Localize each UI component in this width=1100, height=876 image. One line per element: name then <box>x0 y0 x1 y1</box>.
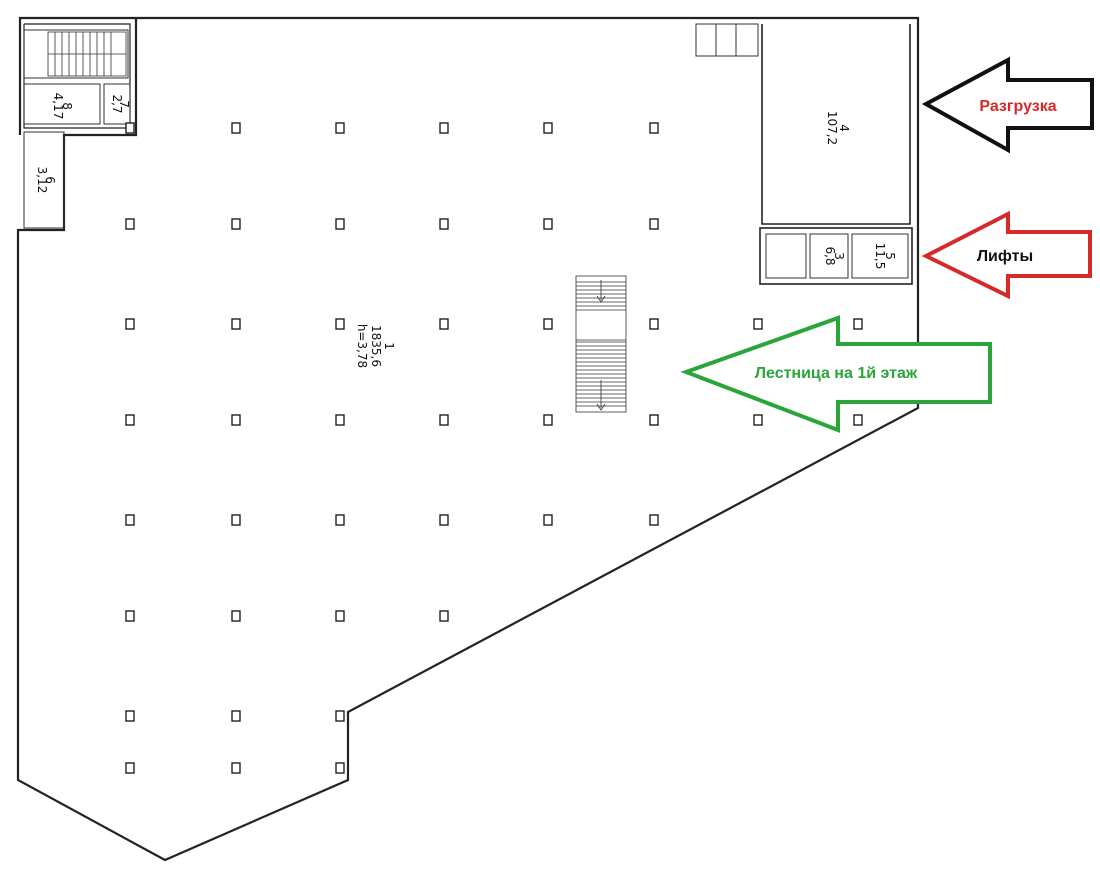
room-7-area: 2,7 <box>110 94 124 113</box>
column-28 <box>853 414 863 426</box>
column-26 <box>649 414 659 426</box>
column-34 <box>649 514 659 526</box>
column-41 <box>335 710 345 722</box>
column-8 <box>231 218 241 230</box>
unloading-arrow: Разгрузка <box>921 56 1094 154</box>
column-13 <box>125 318 135 330</box>
lift-room-area: 11,5 <box>873 243 887 270</box>
column-19 <box>753 318 763 330</box>
column-37 <box>335 610 345 622</box>
column-21 <box>125 414 135 426</box>
outer-walls <box>16 16 920 862</box>
column-44 <box>335 762 345 774</box>
top-right-small-rooms <box>695 23 759 57</box>
unloading-room: 4 107,2 <box>761 24 911 225</box>
column-10 <box>439 218 449 230</box>
lift-shaft-area: 6,8 <box>823 246 837 265</box>
column-6 <box>649 122 659 134</box>
column-24 <box>439 414 449 426</box>
unloading-label: Разгрузка <box>979 98 1056 115</box>
main-hall-number: 1 <box>382 342 396 350</box>
column-12 <box>649 218 659 230</box>
stair-steps <box>576 281 626 407</box>
main-hall-area: 1835,6 <box>369 325 383 367</box>
room-8-number: 8 <box>60 102 74 110</box>
column-42 <box>125 762 135 774</box>
column-16 <box>439 318 449 330</box>
column-14 <box>231 318 241 330</box>
column-4 <box>439 122 449 134</box>
room-8-area: 4,17 <box>51 93 65 120</box>
lift-room-number: 5 <box>883 252 897 260</box>
column-32 <box>439 514 449 526</box>
column-29 <box>125 514 135 526</box>
stairs-label: Лестница на 1й этаж <box>755 365 918 382</box>
columns <box>125 122 863 774</box>
column-22 <box>231 414 241 426</box>
column-36 <box>231 610 241 622</box>
stairs-arrow: Лестница на 1й этаж <box>680 315 992 433</box>
column-5 <box>543 122 553 134</box>
room-7-number: 7 <box>117 100 131 108</box>
central-staircase <box>575 275 627 413</box>
room-6-number: 6 <box>43 176 57 184</box>
column-17 <box>543 318 553 330</box>
column-31 <box>335 514 345 526</box>
column-33 <box>543 514 553 526</box>
column-18 <box>649 318 659 330</box>
column-2 <box>231 122 241 134</box>
elevators-label: Лифты <box>977 248 1033 265</box>
main-hall-label: 1 1835,6 h=3,78 <box>355 324 396 368</box>
column-1 <box>125 122 135 134</box>
column-11 <box>543 218 553 230</box>
column-30 <box>231 514 241 526</box>
lift-shaft-number: 3 <box>832 252 846 260</box>
column-43 <box>231 762 241 774</box>
column-27 <box>753 414 763 426</box>
main-hall-height: h=3,78 <box>355 324 369 368</box>
column-38 <box>439 610 449 622</box>
column-35 <box>125 610 135 622</box>
top-left-rooms: 8 4,17 7 2,7 6 3,12 <box>23 29 131 229</box>
column-39 <box>125 710 135 722</box>
unloading-room-area: 107,2 <box>825 111 839 145</box>
column-23 <box>335 414 345 426</box>
elevator-block: 3 6,8 5 11,5 <box>759 227 913 285</box>
column-9 <box>335 218 345 230</box>
column-3 <box>335 122 345 134</box>
room-6-area: 3,12 <box>35 167 49 194</box>
column-25 <box>543 414 553 426</box>
column-20 <box>853 318 863 330</box>
column-15 <box>335 318 345 330</box>
unloading-room-number: 4 <box>837 124 851 132</box>
elevators-arrow: Лифты <box>921 210 1092 300</box>
column-40 <box>231 710 241 722</box>
column-7 <box>125 218 135 230</box>
